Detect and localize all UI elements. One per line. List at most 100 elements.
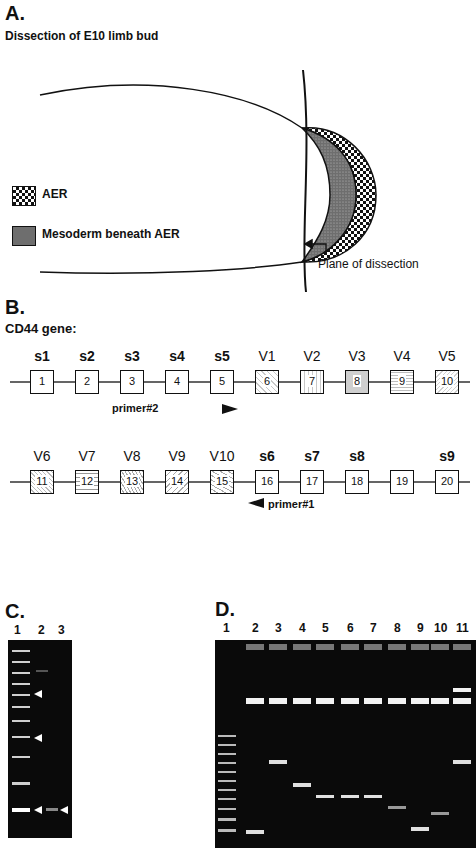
exon-number-text: 16 (260, 475, 274, 487)
exon-number: 13 (121, 471, 143, 492)
exon-box: V712 (75, 470, 99, 494)
plane-label: Plane of dissection (318, 258, 419, 272)
exon-number: 1 (31, 371, 53, 392)
exon-label: s9 (439, 448, 455, 464)
exon-box: V16 (255, 370, 279, 394)
exon-box: V38 (345, 370, 369, 394)
exon-label: V2 (303, 348, 320, 364)
exon-label: V8 (123, 448, 140, 464)
intron-line (414, 481, 435, 482)
exon-box: s55 (210, 370, 234, 394)
lane-number: 3 (58, 624, 65, 638)
exon-box: s616 (255, 470, 279, 494)
gel-c (8, 640, 72, 838)
gel-d (215, 640, 476, 848)
legend-text: AER (42, 188, 67, 202)
exon-number-text: 13 (125, 475, 139, 487)
exon-number-text: 1 (38, 375, 46, 387)
intron-line (324, 381, 345, 382)
panel-letter: B. (5, 296, 25, 319)
exon-number-text: 20 (440, 475, 454, 487)
exon-number-text: 2 (83, 375, 91, 387)
exon-box: s33 (120, 370, 144, 394)
exon-number: 6 (256, 371, 278, 392)
intron-line (369, 381, 390, 382)
exon-number: 18 (346, 471, 368, 492)
exon-number: 5 (211, 371, 233, 392)
intron-line (234, 381, 255, 382)
exon-label: V7 (78, 448, 95, 464)
exon-label: V6 (33, 448, 50, 464)
exon-number-text: 9 (398, 375, 406, 387)
lane-number: 2 (252, 622, 259, 636)
exon-number: 19 (391, 471, 413, 492)
exon-number: 8 (346, 371, 368, 392)
lane-number: 9 (417, 622, 424, 636)
intron-line (144, 481, 165, 482)
primer-arrow (248, 498, 264, 508)
intron-line (414, 381, 435, 382)
exon-box: s11 (30, 370, 54, 394)
lane-number: 11 (456, 622, 469, 636)
exon-number: 10 (436, 371, 458, 392)
exon-number-text: 14 (170, 475, 184, 487)
exon-box: s717 (300, 470, 324, 494)
exon-box: V914 (165, 470, 189, 494)
intron-line (99, 481, 120, 482)
legend-swatch (12, 186, 36, 206)
exon-number-text: 19 (395, 475, 409, 487)
lane-number: 1 (223, 622, 230, 636)
exon-number-text: 11 (35, 475, 48, 487)
lane-number: 4 (299, 622, 306, 636)
intron-line (144, 381, 165, 382)
intron-line (54, 481, 75, 482)
exon-number-text: 12 (80, 475, 94, 487)
exon-number-text: 4 (173, 375, 181, 387)
intron-line (54, 381, 75, 382)
exon-label: s8 (349, 448, 365, 464)
exon-label: s4 (169, 348, 185, 364)
exon-number: 12 (76, 471, 98, 492)
exon-number: 7 (301, 371, 323, 392)
exon-number: 9 (391, 371, 413, 392)
exon-number: 16 (256, 471, 278, 492)
exon-box: V510 (435, 370, 459, 394)
panel-title: Dissection of E10 limb bud (5, 30, 158, 44)
lane-number: 6 (347, 622, 354, 636)
primer-arrow (222, 404, 238, 414)
exon-box: V49 (390, 370, 414, 394)
lane-number: 7 (370, 622, 377, 636)
exon-label: V9 (168, 448, 185, 464)
exon-box: s22 (75, 370, 99, 394)
gene-line-stubs (10, 382, 470, 482)
exon-number: 17 (301, 471, 323, 492)
exon-label: s2 (79, 348, 95, 364)
legend-swatch (12, 226, 36, 246)
exon-box: V27 (300, 370, 324, 394)
intron-line (189, 481, 210, 482)
exon-number: 14 (166, 471, 188, 492)
panel-letter: A. (5, 2, 25, 25)
exon-box: V813 (120, 470, 144, 494)
intron-line (279, 381, 300, 382)
exon-number-text: 3 (128, 375, 136, 387)
exon-number-text: 18 (350, 475, 364, 487)
lane-number: 1 (14, 624, 21, 638)
exon-label: s6 (259, 448, 275, 464)
exon-number: 11 (31, 471, 53, 492)
lane-number: 3 (275, 622, 282, 636)
exon-number: 20 (436, 471, 458, 492)
exon-box: s44 (165, 370, 189, 394)
legend-text: Mesoderm beneath AER (42, 228, 180, 242)
lane-number: 2 (38, 624, 45, 638)
exon-number-text: 8 (353, 375, 361, 387)
exon-label: V3 (348, 348, 365, 364)
exon-number-text: 7 (308, 375, 316, 387)
exon-label: V1 (258, 348, 275, 364)
exon-box: V611 (30, 470, 54, 494)
lane-number: 8 (394, 622, 401, 636)
exon-number-text: 10 (440, 375, 454, 387)
intron-line (369, 481, 390, 482)
